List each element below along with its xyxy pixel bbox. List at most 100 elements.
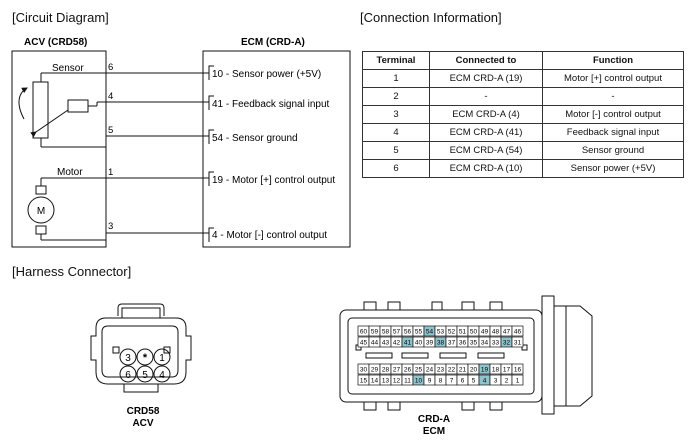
crda-pin-number: 8 [439, 378, 443, 385]
acv-pin-4: 4 [108, 91, 113, 102]
crda-pin-number: 60 [360, 329, 368, 336]
table-row: 2-- [362, 87, 684, 106]
potentiometer-icon [18, 72, 106, 148]
crda-pin-number: 40 [415, 340, 423, 347]
crda-connector [339, 295, 593, 415]
crda-pin-number: 17 [503, 367, 511, 374]
crda-pin-cell [511, 325, 524, 337]
crd58-pin-3: 3 [125, 353, 131, 364]
crda-pin-number: 50 [470, 329, 478, 336]
crda-pin-number: 36 [459, 340, 467, 347]
acv-pin-1: 1 [108, 167, 113, 178]
crda-pin-number: 44 [371, 340, 379, 347]
connection-info-title: [Connection Information] [360, 10, 502, 25]
crd58-pin-empty: * [143, 352, 148, 364]
crda-pin-number: 47 [503, 329, 511, 336]
crda-pin-number: 23 [437, 367, 445, 374]
cell-terminal: 6 [362, 159, 430, 178]
crda-pin-number: 16 [514, 367, 522, 374]
crda-pin-number: 11 [404, 378, 411, 385]
crda-pin-number: 4 [483, 378, 487, 385]
ecm-title: ECM (CRD-A) [241, 37, 305, 48]
crda-pin-number: 51 [459, 329, 467, 336]
crda-pin-number: 35 [470, 340, 478, 347]
crda-pin-number: 7 [450, 378, 454, 385]
crda-pin-number: 41 [404, 340, 412, 347]
crda-pin-number: 15 [360, 378, 368, 385]
crda-pin-number: 24 [426, 367, 434, 374]
crda-pin-number: 2 [505, 378, 509, 385]
header-terminal: Terminal [362, 51, 430, 70]
sensor-label: Sensor [52, 63, 84, 74]
crda-pin-number: 6 [461, 378, 465, 385]
ecm-box [202, 50, 351, 248]
ecm-pin-41: 41 - Feedback signal input [212, 99, 330, 110]
crda-pin-number: 22 [448, 367, 456, 374]
crda-pin-number: 43 [382, 340, 390, 347]
crda-pin-number: 48 [492, 329, 500, 336]
ecm-pin-54: 54 - Sensor ground [212, 133, 298, 144]
motor-label: Motor [57, 167, 83, 178]
acv-box [11, 50, 107, 248]
motor-symbol: M [37, 206, 45, 217]
crda-pin-cell [511, 363, 524, 375]
crd58-pin-5: 5 [142, 370, 148, 381]
crda-pin-number: 52 [448, 329, 456, 336]
crda-pin-number: 45 [360, 340, 368, 347]
crda-pin-number: 42 [393, 340, 401, 347]
ecm-label: ECM [423, 426, 445, 437]
crd58-label: CRD58 [127, 406, 160, 417]
crda-pin-number: 59 [371, 329, 379, 336]
wiring [106, 72, 209, 234]
crd58-connector [90, 303, 192, 393]
cell-connected-to: ECM CRD-A (10) [429, 159, 543, 178]
crda-pin-number: 58 [382, 329, 390, 336]
acv-pin-6: 6 [108, 62, 113, 73]
crda-pin-number: 32 [503, 340, 511, 347]
crda-pin-number: 34 [481, 340, 489, 347]
crda-pin-number: 25 [415, 367, 423, 374]
crda-pin-number: 56 [404, 329, 412, 336]
crda-pin-number: 27 [393, 367, 401, 374]
crda-pin-number: 9 [428, 378, 432, 385]
crda-pin-number: 31 [514, 340, 522, 347]
crda-pin-number: 26 [404, 367, 412, 374]
crda-pin-number: 10 [415, 378, 423, 385]
circuit-diagram-title: [Circuit Diagram] [12, 10, 109, 25]
crda-pin-number: 30 [360, 367, 368, 374]
crda-pin-number: 28 [382, 367, 390, 374]
crda-pin-number: 21 [459, 367, 467, 374]
ecm-pin-19: 19 - Motor [+] control output [212, 175, 335, 186]
crda-pin-number: 29 [371, 367, 379, 374]
crda-pin-number: 18 [492, 367, 500, 374]
crda-pin-number: 39 [426, 340, 434, 347]
motor-icon [27, 177, 106, 241]
crda-pin-cell [511, 336, 524, 348]
crda-pin-number: 53 [437, 329, 445, 336]
ecm-pin-4: 4 - Motor [-] control output [212, 230, 327, 241]
crda-pin-number: 5 [472, 378, 476, 385]
crda-pin-number: 1 [516, 378, 520, 385]
crda-label: CRD-A [418, 414, 450, 425]
crda-pin-number: 12 [393, 378, 401, 385]
crda-pin-number: 33 [492, 340, 500, 347]
acv-pin-5: 5 [108, 125, 113, 136]
ecm-pin-brackets [208, 65, 214, 242]
harness-connector-title: [Harness Connector] [12, 264, 132, 279]
crd58-pin-4: 4 [159, 370, 165, 381]
crda-pin-number: 14 [371, 378, 379, 385]
crda-pin-number: 57 [393, 329, 401, 336]
acv-label: ACV [132, 418, 153, 429]
crda-pin-number: 49 [481, 329, 489, 336]
crda-pin-number: 37 [448, 340, 456, 347]
crda-pin-number: 38 [437, 340, 445, 347]
crda-pin-number: 46 [514, 329, 522, 336]
crda-pin-number: 54 [426, 329, 434, 336]
crda-pin-cell [511, 374, 524, 386]
